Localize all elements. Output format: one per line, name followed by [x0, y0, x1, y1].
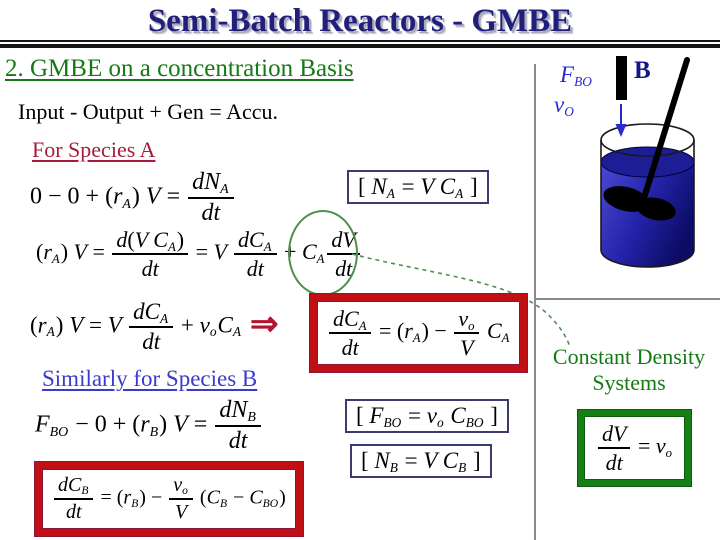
tank-wall [600, 140, 695, 268]
feed-arrow-head [615, 124, 627, 137]
section-heading: 2. GMBE on a concentration Basis [5, 55, 354, 82]
liquid [601, 162, 694, 267]
slide-title: Semi-Batch Reactors - GMBE [147, 3, 573, 39]
boxed-identity-na: [ NA = V CA ] [347, 170, 489, 204]
stream-b-label: B [634, 57, 651, 84]
title-rule-thin [0, 40, 720, 42]
boxed-identity-fbo: [ FBO = vo CBO ] [345, 399, 509, 433]
feed-flow-label: FBO [560, 62, 592, 89]
species-a-heading: For Species A [32, 137, 156, 162]
boxed-identity-nb: [ NB = V CB ] [350, 444, 492, 478]
implies-arrow: ⇒ [250, 306, 279, 343]
tank-rim [600, 123, 695, 157]
species-b-heading: Similarly for Species B [42, 366, 258, 391]
impeller-blade-left [603, 186, 649, 212]
constant-density-heading: Constant Density Systems [552, 344, 706, 396]
vertical-divider [534, 64, 536, 540]
feed-rate-label: vO [554, 92, 574, 119]
feed-pipe [616, 56, 627, 100]
balance-statement: Input - Output + Gen = Accu. [18, 99, 279, 124]
horizontal-divider [536, 298, 720, 300]
impeller-blade-right [636, 197, 676, 221]
title-rule-thick [0, 44, 720, 48]
liquid-surface [600, 146, 695, 178]
